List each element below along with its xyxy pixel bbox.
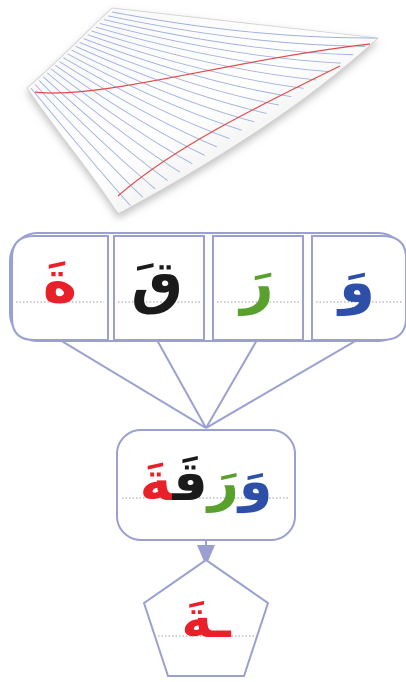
letter-qaf: قَ — [131, 248, 183, 316]
paper-rule-line — [99, 22, 341, 64]
paper-rule-line — [51, 68, 193, 165]
paper-rule-line — [46, 72, 181, 173]
paper-rule-line — [30, 87, 131, 206]
paper-rule-line — [67, 53, 242, 131]
paper-rule-line — [38, 80, 156, 190]
letters-frame — [9, 232, 406, 342]
word-box: وَرَقَةَ — [116, 429, 296, 541]
paper-rule-line — [75, 45, 267, 114]
word-part-ta-marbuta: ةَ — [140, 450, 174, 513]
letter-boxes: ةَ قَ رَ وَ — [11, 235, 406, 341]
paper-rule-line — [111, 11, 378, 39]
paper-rule-line — [34, 84, 144, 198]
arrow-down-icon — [197, 540, 215, 566]
connector-line — [205, 339, 258, 429]
letter-box-1: ةَ — [11, 235, 109, 341]
letter-box-3: رَ — [212, 235, 304, 341]
word-part-ra: رَ — [205, 450, 239, 513]
connector-line — [156, 339, 207, 429]
paper-rule-line — [107, 15, 366, 47]
paper-rule-line — [83, 38, 292, 98]
paper-rule-line — [59, 61, 218, 148]
paper-rule-line — [71, 49, 255, 123]
connector-lines — [59, 339, 358, 429]
paper-rule-line — [87, 34, 304, 89]
word-text: وَرَقَةَ — [140, 450, 273, 513]
pentagon-shape: ـةَ — [142, 558, 270, 677]
connector-line — [205, 339, 358, 429]
paper-rule-line — [95, 26, 329, 72]
paper-rule-line — [103, 19, 354, 56]
paper-rule-line — [55, 64, 205, 156]
letter-waw: وَ — [336, 248, 375, 317]
letter-ta-marbuta: ةَ — [43, 248, 77, 316]
letter-box-4: وَ — [311, 235, 406, 341]
word-part-qaf: قَ — [171, 450, 207, 513]
word-part-waw: وَ — [236, 450, 273, 513]
connector-line — [59, 339, 207, 429]
paper-rule-line — [42, 76, 168, 181]
paper-rule-line — [91, 30, 317, 81]
final-letter-ta-marbuta: ـةَ — [181, 590, 232, 650]
lined-paper-icon — [26, 7, 379, 215]
paper-rule-line — [79, 42, 280, 106]
letter-box-2: قَ — [113, 235, 205, 341]
paper-margin-line — [34, 43, 371, 94]
letter-ra: رَ — [237, 248, 273, 316]
paper-margin-line — [117, 65, 341, 197]
